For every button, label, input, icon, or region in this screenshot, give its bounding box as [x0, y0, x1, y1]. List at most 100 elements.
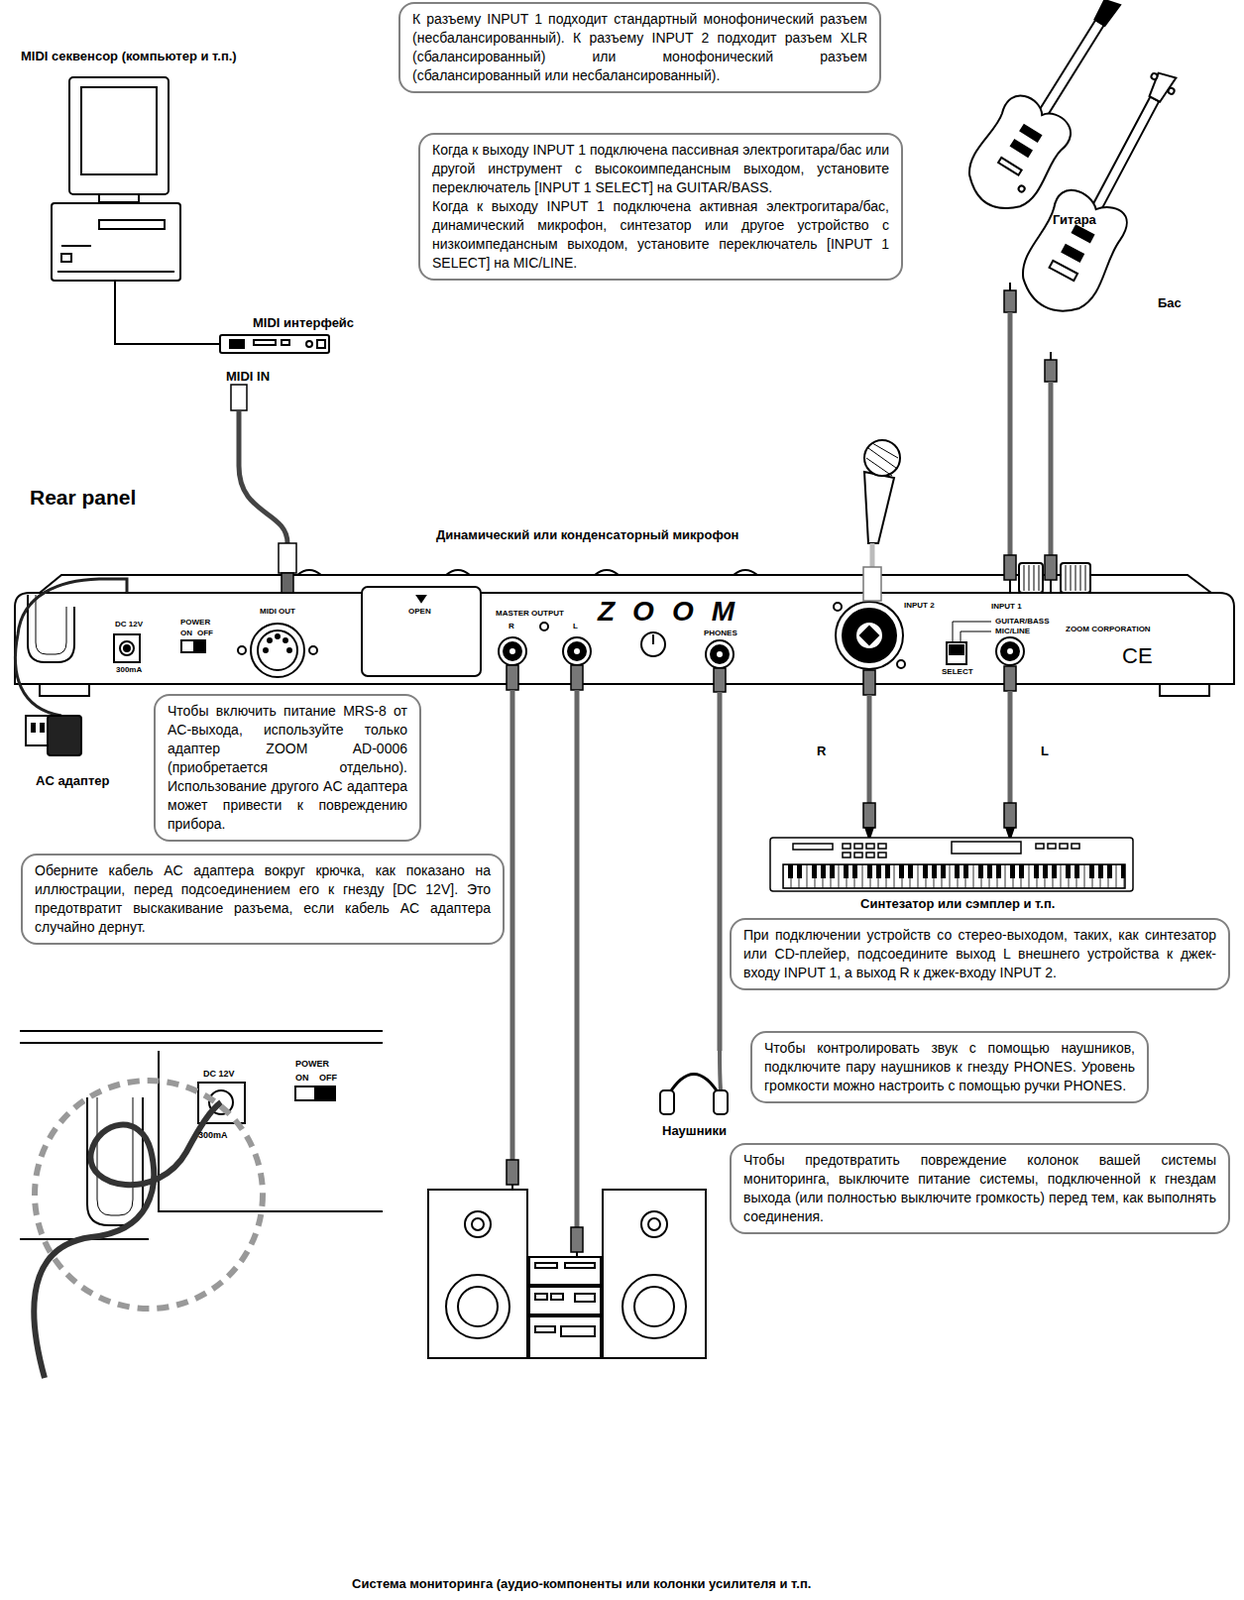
cables-part	[1009, 282, 1012, 291]
cables-part	[506, 665, 519, 690]
callout-text: Чтобы предотвратить повреждение колонок …	[743, 1150, 1217, 1227]
computer-part	[61, 253, 72, 262]
midi-interface-part	[220, 335, 330, 353]
midi-interface	[220, 335, 330, 353]
panel-label: 300mA	[115, 665, 142, 675]
rear-panel-part	[946, 642, 967, 665]
guitar-part	[1036, 19, 1105, 119]
rear-panel-part	[257, 630, 298, 671]
cables-part	[1004, 555, 1017, 580]
cables-part	[230, 384, 247, 411]
rear-panel-part	[14, 592, 1235, 684]
synthesizer-part	[1035, 843, 1044, 849]
rear-panel-part	[1018, 563, 1043, 593]
rear-panel-part	[710, 645, 729, 664]
midi-interface-part	[229, 339, 244, 348]
rear-panel-part	[275, 634, 280, 639]
synthesizer-part	[854, 843, 863, 849]
cables-part	[1004, 666, 1017, 691]
rear-panel-part	[287, 648, 292, 653]
rear-panel	[14, 563, 1235, 696]
panel-detail-inset-part	[97, 1097, 133, 1216]
synthesizer-part	[842, 843, 851, 849]
rear-panel-part	[309, 646, 318, 655]
cables-part	[863, 802, 876, 828]
synthesizer-part	[770, 837, 1133, 892]
panel-label: POWER	[295, 1058, 330, 1069]
guitar	[955, 0, 1144, 224]
callout-box: Чтобы включить питание MRS-8 от AC-выход…	[153, 693, 422, 842]
rear-panel-part	[572, 647, 581, 656]
rear-panel-part	[855, 621, 884, 650]
rear-panel-part	[498, 637, 527, 666]
device-label: Система мониторинга (аудио-компоненты ил…	[351, 1576, 811, 1592]
ac-adapter	[25, 715, 82, 756]
computer-part	[99, 220, 165, 229]
synthesizer-part	[842, 852, 851, 858]
computer	[51, 77, 181, 281]
cables-part	[1004, 290, 1017, 313]
panel-label: ON	[180, 628, 193, 638]
device-label: MIDI IN	[226, 368, 270, 385]
monitor-system-part	[471, 1218, 484, 1231]
device-label: CE	[1122, 644, 1153, 669]
monitor-system	[428, 1189, 706, 1358]
midi-interface-part	[253, 339, 276, 345]
device-label: MIDI интерфейс	[252, 315, 354, 332]
rear-panel-part	[181, 640, 206, 653]
rear-panel-part	[1159, 683, 1210, 696]
guitar-part	[998, 157, 1022, 176]
callout-box: Чтобы контролировать звук с помощью науш…	[750, 1030, 1149, 1104]
bass-guitar-part	[1090, 97, 1159, 215]
cables-part	[719, 1050, 721, 1091]
callout-text: Чтобы включить питание MRS-8 от AC-выход…	[167, 701, 408, 834]
monitor-system-part	[428, 1189, 528, 1358]
device-label: MIDI секвенсор (компьютер и т.п.)	[20, 48, 237, 65]
panel-label: PHONES	[703, 628, 738, 638]
rear-panel-part	[417, 595, 426, 602]
panel-label: INPUT 1	[991, 601, 1022, 611]
rear-panel-part	[715, 650, 724, 659]
monitor-system-part	[446, 1274, 510, 1339]
midi-interface-part	[317, 339, 326, 348]
rear-panel-part	[652, 634, 655, 645]
headphones-part	[713, 1090, 728, 1115]
rear-panel-part	[842, 608, 897, 663]
cables-part	[510, 689, 516, 1160]
rear-panel-part	[1065, 565, 1086, 591]
microphone-part	[864, 440, 901, 476]
computer-part	[51, 203, 181, 281]
device-label: Наушники	[662, 1123, 727, 1139]
rear-panel-part	[508, 647, 517, 656]
synthesizer-part	[866, 843, 875, 849]
rear-panel-part	[35, 594, 67, 655]
panel-detail-inset-part	[33, 1102, 222, 1378]
monitor-system-part	[622, 1274, 686, 1339]
device-label: Бас	[1157, 295, 1182, 312]
rear-panel-part	[641, 632, 666, 657]
panel-detail-inset-part	[87, 1097, 143, 1226]
panel-label: MASTER OUTPUT	[495, 608, 565, 618]
rear-panel-part	[567, 642, 586, 661]
synthesizer-part	[1047, 843, 1056, 849]
rear-panel-part	[503, 642, 522, 661]
panel-label: OPEN	[408, 606, 432, 616]
cables-part	[867, 694, 873, 803]
bass-guitar-part	[1049, 260, 1078, 281]
panel-label: ZOOM CORPORATION	[1065, 624, 1151, 634]
rear-panel-part	[705, 640, 734, 669]
monitor-system-part	[551, 1293, 564, 1300]
rear-panel-part	[1060, 563, 1091, 593]
panel-detail-inset-part	[34, 1080, 263, 1309]
callout-box: Оберните кабель AC адаптера вокруг крючк…	[20, 853, 505, 945]
device-label: Гитара	[1052, 212, 1097, 228]
callout-box: К разъему INPUT 1 подходит стандартный м…	[398, 1, 882, 94]
headphones-part	[660, 1090, 675, 1115]
synthesizer-part	[783, 864, 1126, 889]
panel-label: 300mA	[198, 1130, 228, 1140]
rear-panel-part	[113, 634, 140, 663]
brand-logo: ZOOM	[597, 597, 753, 626]
cables-part	[14, 578, 127, 716]
rear-panel-part	[897, 660, 905, 669]
